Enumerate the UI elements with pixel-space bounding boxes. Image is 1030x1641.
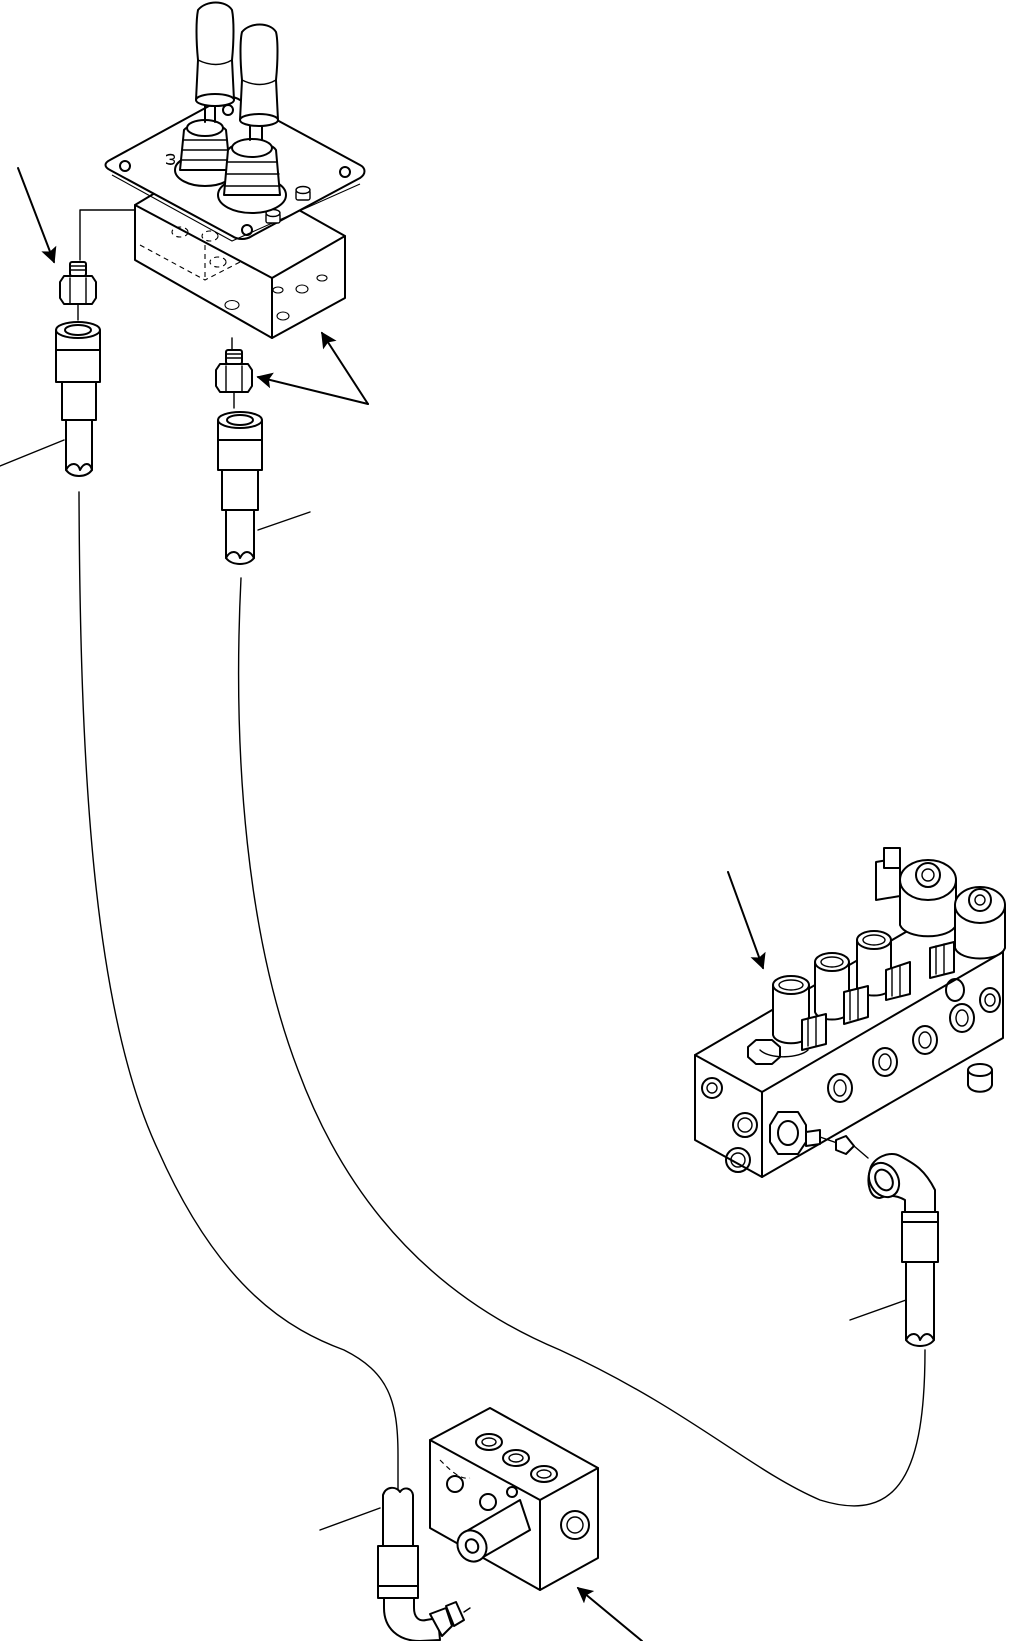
nipple-fitting-middle bbox=[215, 349, 253, 409]
solenoid-connector bbox=[801, 941, 955, 1051]
ppc-valve-assembly: ω bbox=[79, 1, 366, 351]
leader-lines bbox=[0, 167, 907, 1641]
hose-end-middle bbox=[217, 411, 263, 565]
solenoid-coil bbox=[875, 847, 1006, 960]
hose-run-left bbox=[78, 491, 399, 1491]
junction-block-assembly bbox=[429, 1407, 599, 1591]
hose-end-bottom bbox=[377, 1486, 471, 1641]
hose-end-right bbox=[867, 1152, 939, 1347]
nipple-fitting-left bbox=[59, 261, 97, 321]
solenoid-cartridge bbox=[772, 930, 892, 1045]
plate-bolt bbox=[265, 185, 311, 224]
solenoid-valve-assembly bbox=[694, 847, 1006, 1178]
joystick-grip-right bbox=[239, 23, 279, 127]
hose-end-left bbox=[55, 321, 101, 477]
hose-run-middle bbox=[237, 577, 926, 1507]
valve-outlet-fitting bbox=[769, 1111, 869, 1159]
joystick-boot-left bbox=[174, 119, 236, 187]
valve-port bbox=[827, 978, 1001, 1103]
joystick-boot-right bbox=[217, 138, 287, 214]
joystick-grip-left bbox=[195, 1, 235, 107]
svg-text:ω: ω bbox=[160, 153, 179, 166]
